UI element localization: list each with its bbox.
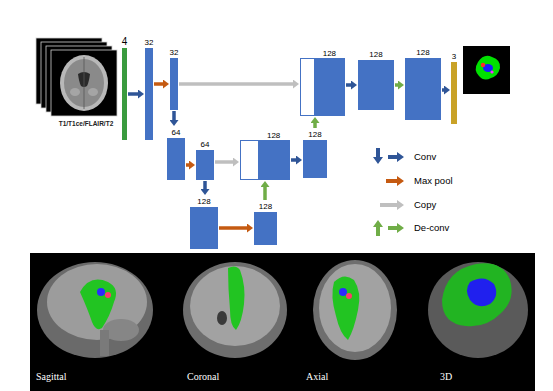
illustration-part: [37, 262, 153, 358]
deconv-arrow: [313, 123, 317, 128]
conv-arrow: [203, 181, 207, 189]
channel-count: 128: [259, 202, 272, 211]
illustration-part: [346, 293, 352, 299]
maxpool-arrow: [186, 163, 189, 167]
channel-count: 64: [172, 128, 181, 137]
illustration-part: [332, 276, 359, 340]
feature-map-bar: 128: [190, 207, 218, 249]
coronal-view: [183, 262, 287, 358]
output-channel-bar: 3: [451, 62, 457, 124]
feature-map-bar: 64: [196, 150, 214, 180]
input-channel-bar: 4: [122, 48, 127, 140]
illustration-part: [183, 262, 287, 358]
channel-count: 32: [145, 38, 154, 47]
feature-map-bar: 128: [405, 58, 441, 120]
copy-arrow: [179, 82, 293, 86]
copy-arrow: [215, 160, 233, 164]
enhancing-region: [490, 70, 493, 73]
axial-view: [313, 260, 397, 360]
conv-arrow: [291, 158, 296, 162]
illustration-part: [339, 288, 347, 296]
channel-count: 64: [201, 140, 210, 149]
copy-arrow: [380, 200, 404, 210]
view-label: Axial: [306, 371, 328, 383]
channel-count: 4: [122, 36, 128, 47]
conv-right-arrow: [388, 152, 404, 162]
input-modalities-label: T1/T1ce/FLAIR/T2: [59, 120, 114, 129]
illustration-part: [47, 264, 147, 340]
conv-arrow: [346, 83, 351, 87]
view-label: 3D: [440, 371, 452, 383]
feature-map-bar: 32: [145, 48, 153, 140]
enhancing-region: [481, 63, 485, 67]
concat-block: 128: [240, 140, 290, 180]
illustration-part: [319, 264, 391, 352]
legend-text: Conv: [414, 151, 436, 162]
edema-region: [476, 56, 500, 80]
result-panel: [30, 253, 535, 391]
conv-arrow: [442, 88, 444, 92]
illustration-part: [313, 260, 397, 360]
sagittal-view: [37, 262, 153, 358]
illustration-part: [228, 266, 245, 330]
illustration-part: [190, 266, 280, 346]
feature-map-bar: 32: [170, 58, 178, 110]
channel-count: 128: [197, 197, 210, 206]
channel-count: 128: [308, 130, 321, 139]
maxpool-arrow: [386, 176, 404, 186]
deconv-up-arrow: [373, 220, 383, 236]
feature-map-bar: 128: [303, 140, 327, 178]
legend-samples: [373, 148, 404, 236]
mri-slice: [51, 50, 117, 116]
illustration-part: [100, 330, 109, 356]
maxpool-arrow: [219, 226, 247, 230]
feature-map-bar: 128: [358, 60, 394, 110]
legend-text: Copy: [414, 199, 436, 210]
conv-arrow: [128, 92, 138, 96]
3d-view: [428, 262, 528, 358]
mri-stack: [36, 38, 117, 116]
deconv-right-arrow: [388, 223, 404, 233]
view-label: Sagittal: [36, 371, 67, 383]
illustration-part: [442, 263, 512, 326]
view-label: Coronal: [187, 371, 219, 383]
conv-arrow: [172, 111, 176, 120]
illustration-part: [105, 292, 111, 298]
legend-text: De-conv: [414, 222, 449, 233]
illustration-part: [467, 278, 496, 306]
concat-block: 128: [300, 58, 345, 116]
segmentation-output: [463, 46, 510, 94]
channel-count: 128: [416, 48, 429, 57]
channel-count: 32: [170, 48, 179, 57]
maxpool-arrow: [154, 82, 163, 86]
legend-text: Max pool: [414, 175, 453, 186]
channel-count: 128: [323, 49, 336, 58]
output-image: [463, 46, 510, 94]
deconv-arrow: [263, 187, 267, 200]
illustration-part: [80, 280, 116, 330]
illustration-part: [97, 288, 105, 296]
feature-map-bar: 128: [254, 212, 277, 245]
deconv-arrow: [395, 83, 398, 87]
channel-count: 128: [267, 131, 280, 140]
feature-map-bar: 64: [167, 138, 185, 180]
illustration-part: [428, 262, 528, 358]
illustration-part: [217, 311, 227, 325]
conv-down-arrow: [373, 148, 383, 164]
channel-count: 3: [452, 52, 456, 61]
channel-count: 128: [369, 50, 382, 59]
panel-ground: [30, 253, 535, 391]
